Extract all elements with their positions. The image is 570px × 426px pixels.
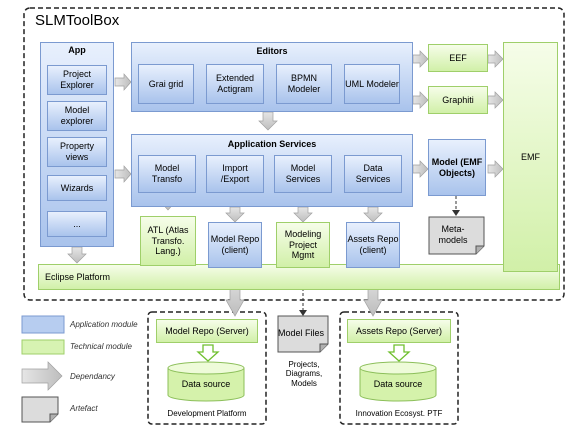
slmtoolbox-border xyxy=(23,7,565,301)
assets-repo-server-label: Assets Repo (Server) xyxy=(355,325,443,336)
app-item-label: Wizards xyxy=(60,182,94,193)
development-platform: Development Platform xyxy=(150,407,264,421)
arrow-eef-emf xyxy=(487,50,504,68)
app-item-wizards: Wizards xyxy=(47,175,107,201)
model-files-caption: Projects, Diagrams, Models xyxy=(272,356,336,392)
editor-bpmn-modeler: BPMN Modeler xyxy=(276,64,332,104)
service-import-export: Import /Export xyxy=(206,155,264,193)
service-label: Data Services xyxy=(355,163,391,184)
model-repo-server: Model Repo (Server) xyxy=(156,319,258,343)
app-item-project-explorer: Project Explorer xyxy=(47,65,107,95)
arrow-editors-eef xyxy=(412,50,429,68)
arrow-graphiti-emf xyxy=(487,91,504,109)
assets-repo-server: Assets Repo (Server) xyxy=(347,319,451,343)
development-platform-label: Development Platform xyxy=(167,409,247,419)
app-item-label: ... xyxy=(73,218,81,229)
innovation-ecosyst-border xyxy=(339,311,459,425)
data-source-left: Data source xyxy=(168,375,244,393)
app-item-label: Model explorer xyxy=(60,105,94,126)
legend-technical-swatch xyxy=(21,339,65,355)
innovation-ecosyst-label: Innovation Ecosyst. PTF xyxy=(355,409,443,419)
eef-label: EEF xyxy=(449,52,467,63)
arrow-app-services xyxy=(114,165,132,183)
model-files: Model Files xyxy=(278,318,324,348)
modeling-project-mgmt: Modeling Project Mgmt xyxy=(276,222,330,268)
editor-label: Grai grid xyxy=(148,78,184,89)
data-source-right: Data source xyxy=(360,375,436,393)
app-item-property-views: Property views xyxy=(47,137,107,167)
data-source-right-label: Data source xyxy=(373,378,423,389)
arrow-model-emf xyxy=(487,160,504,178)
development-platform-border xyxy=(147,311,267,425)
legend-application-module: Application module xyxy=(70,320,138,329)
model-repo-client-label: Model Repo (client) xyxy=(210,234,260,255)
arrow-assetsserver-datasource xyxy=(387,344,411,362)
arrowhead-files xyxy=(299,310,307,316)
arrow-services-model xyxy=(412,160,429,178)
editor-uml-modeler: UML Modeler xyxy=(344,64,400,104)
editor-label: BPMN Modeler xyxy=(287,73,321,94)
editor-label: UML Modeler xyxy=(345,78,399,89)
editors-label: Editors xyxy=(256,46,288,56)
modeling-project-mgmt-label: Modeling Project Mgmt xyxy=(284,228,322,261)
atl-label: ATL (Atlas Transfo. Lang.) xyxy=(147,224,189,257)
legend-technical-module: Technical module xyxy=(70,342,132,351)
assets-repo-client-label: Assets Repo (client) xyxy=(347,234,399,255)
app-item-label: Project Explorer xyxy=(60,69,94,90)
emf-module: EMF xyxy=(503,42,558,272)
app-item-model-explorer: Model explorer xyxy=(47,101,107,131)
innovation-ecosyst: Innovation Ecosyst. PTF xyxy=(340,407,458,421)
arrow-import-repo xyxy=(225,206,245,223)
model-files-label: Model Files xyxy=(278,327,325,338)
model-emf-label: Model (EMF Objects) xyxy=(431,156,483,178)
service-label: Model Services xyxy=(285,163,321,184)
model-repo-server-label: Model Repo (Server) xyxy=(165,325,249,336)
service-model-transfo: Model Transfo xyxy=(138,155,196,193)
cylinder-right xyxy=(359,361,437,402)
arrow-editors-services xyxy=(258,111,278,131)
cylinder-left xyxy=(167,361,245,402)
editor-grai-grid: Grai grid xyxy=(138,64,194,104)
emf-label: EMF xyxy=(521,151,540,162)
graphiti-label: Graphiti xyxy=(442,94,474,105)
arrow-modelserver-datasource xyxy=(196,344,220,362)
legend-dependancy: Dependancy xyxy=(70,372,115,381)
app-item-more: ... xyxy=(47,211,107,237)
arrow-dataservices-assets xyxy=(363,206,383,223)
model-repo-client: Model Repo (client) xyxy=(208,222,262,268)
service-label: Model Transfo xyxy=(151,163,183,184)
app-item-label: Property views xyxy=(59,141,94,162)
service-label: Import /Export xyxy=(220,163,250,184)
service-model-services: Model Services xyxy=(274,155,332,193)
eef-module: EEF xyxy=(428,44,488,72)
arrowhead-metamodels xyxy=(452,210,460,216)
editor-label: Extended Actigram xyxy=(215,73,255,94)
legend-dependancy-arrow xyxy=(21,361,63,391)
arrow-modelservices-mgmt xyxy=(293,206,313,223)
arrow-editors-graphiti xyxy=(412,91,429,109)
atl-module: ATL (Atlas Transfo. Lang.) xyxy=(140,216,196,266)
meta-models-label-box: Meta-models xyxy=(429,219,477,251)
meta-models-label: Meta-models xyxy=(438,224,468,245)
service-data-services: Data Services xyxy=(344,155,402,193)
diagram-title: SLMToolBox xyxy=(35,12,120,29)
graphiti-module: Graphiti xyxy=(428,86,488,114)
arrow-app-eclipse xyxy=(67,246,87,264)
application-services-label: Application Services xyxy=(227,139,317,149)
app-label: App xyxy=(68,45,86,55)
model-files-caption-label: Projects, Diagrams, Models xyxy=(285,359,323,388)
arrow-app-editors xyxy=(114,73,132,91)
legend-artefact: Artefact xyxy=(70,404,98,413)
model-emf-objects: Model (EMF Objects) xyxy=(428,139,486,196)
editor-extended-actigram: Extended Actigram xyxy=(206,64,264,104)
eclipse-platform-label: Eclipse Platform xyxy=(45,271,111,282)
legend-application-swatch xyxy=(21,315,65,334)
data-source-left-label: Data source xyxy=(181,378,231,389)
assets-repo-client: Assets Repo (client) xyxy=(346,222,400,268)
